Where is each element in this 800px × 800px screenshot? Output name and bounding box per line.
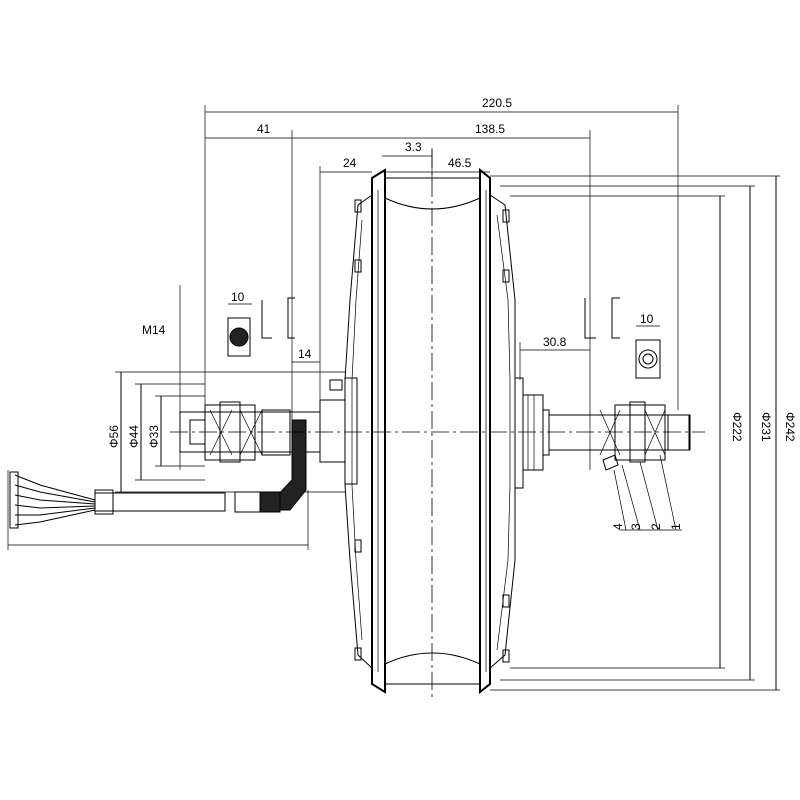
dim-dia-222: Φ222 <box>730 412 744 442</box>
dim-left-axle: 41 <box>257 122 271 136</box>
dim-nut-right: 10 <box>640 312 654 326</box>
cable <box>9 419 307 529</box>
center-lines <box>170 150 705 700</box>
dimension-labels: 220.5 41 138.5 3.3 24 46.5 10 10 M14 14 … <box>107 96 797 448</box>
dim-dia-44: Φ44 <box>127 425 141 448</box>
dim-dia-56: Φ56 <box>107 425 121 448</box>
part-label: 4 <box>611 523 625 530</box>
dim-overall-width: 220.5 <box>482 96 512 110</box>
part-leaders <box>613 454 682 531</box>
dim-axle-step: 14 <box>298 347 312 361</box>
dim-dia-231: Φ231 <box>759 412 773 442</box>
dim-nut-left: 10 <box>231 290 245 304</box>
motor-body <box>319 167 550 695</box>
dim-flange-left: 24 <box>343 156 357 170</box>
dim-flange-center: 46.5 <box>448 156 472 170</box>
part-label: 1 <box>669 523 683 530</box>
axles <box>179 379 691 471</box>
dim-rim-offset: 3.3 <box>405 140 422 154</box>
dim-dia-242: Φ242 <box>783 412 797 442</box>
part-label: 3 <box>629 523 643 530</box>
dim-right-span: 138.5 <box>475 122 505 136</box>
dim-dia-33: Φ33 <box>147 425 161 448</box>
part-label: 2 <box>649 523 663 530</box>
part-labels: 4 3 2 1 <box>611 523 683 530</box>
nut-views <box>227 297 661 379</box>
dimension-lines <box>7 105 780 691</box>
dim-right-shoulder: 30.8 <box>543 335 567 349</box>
dim-thread: M14 <box>142 323 166 337</box>
